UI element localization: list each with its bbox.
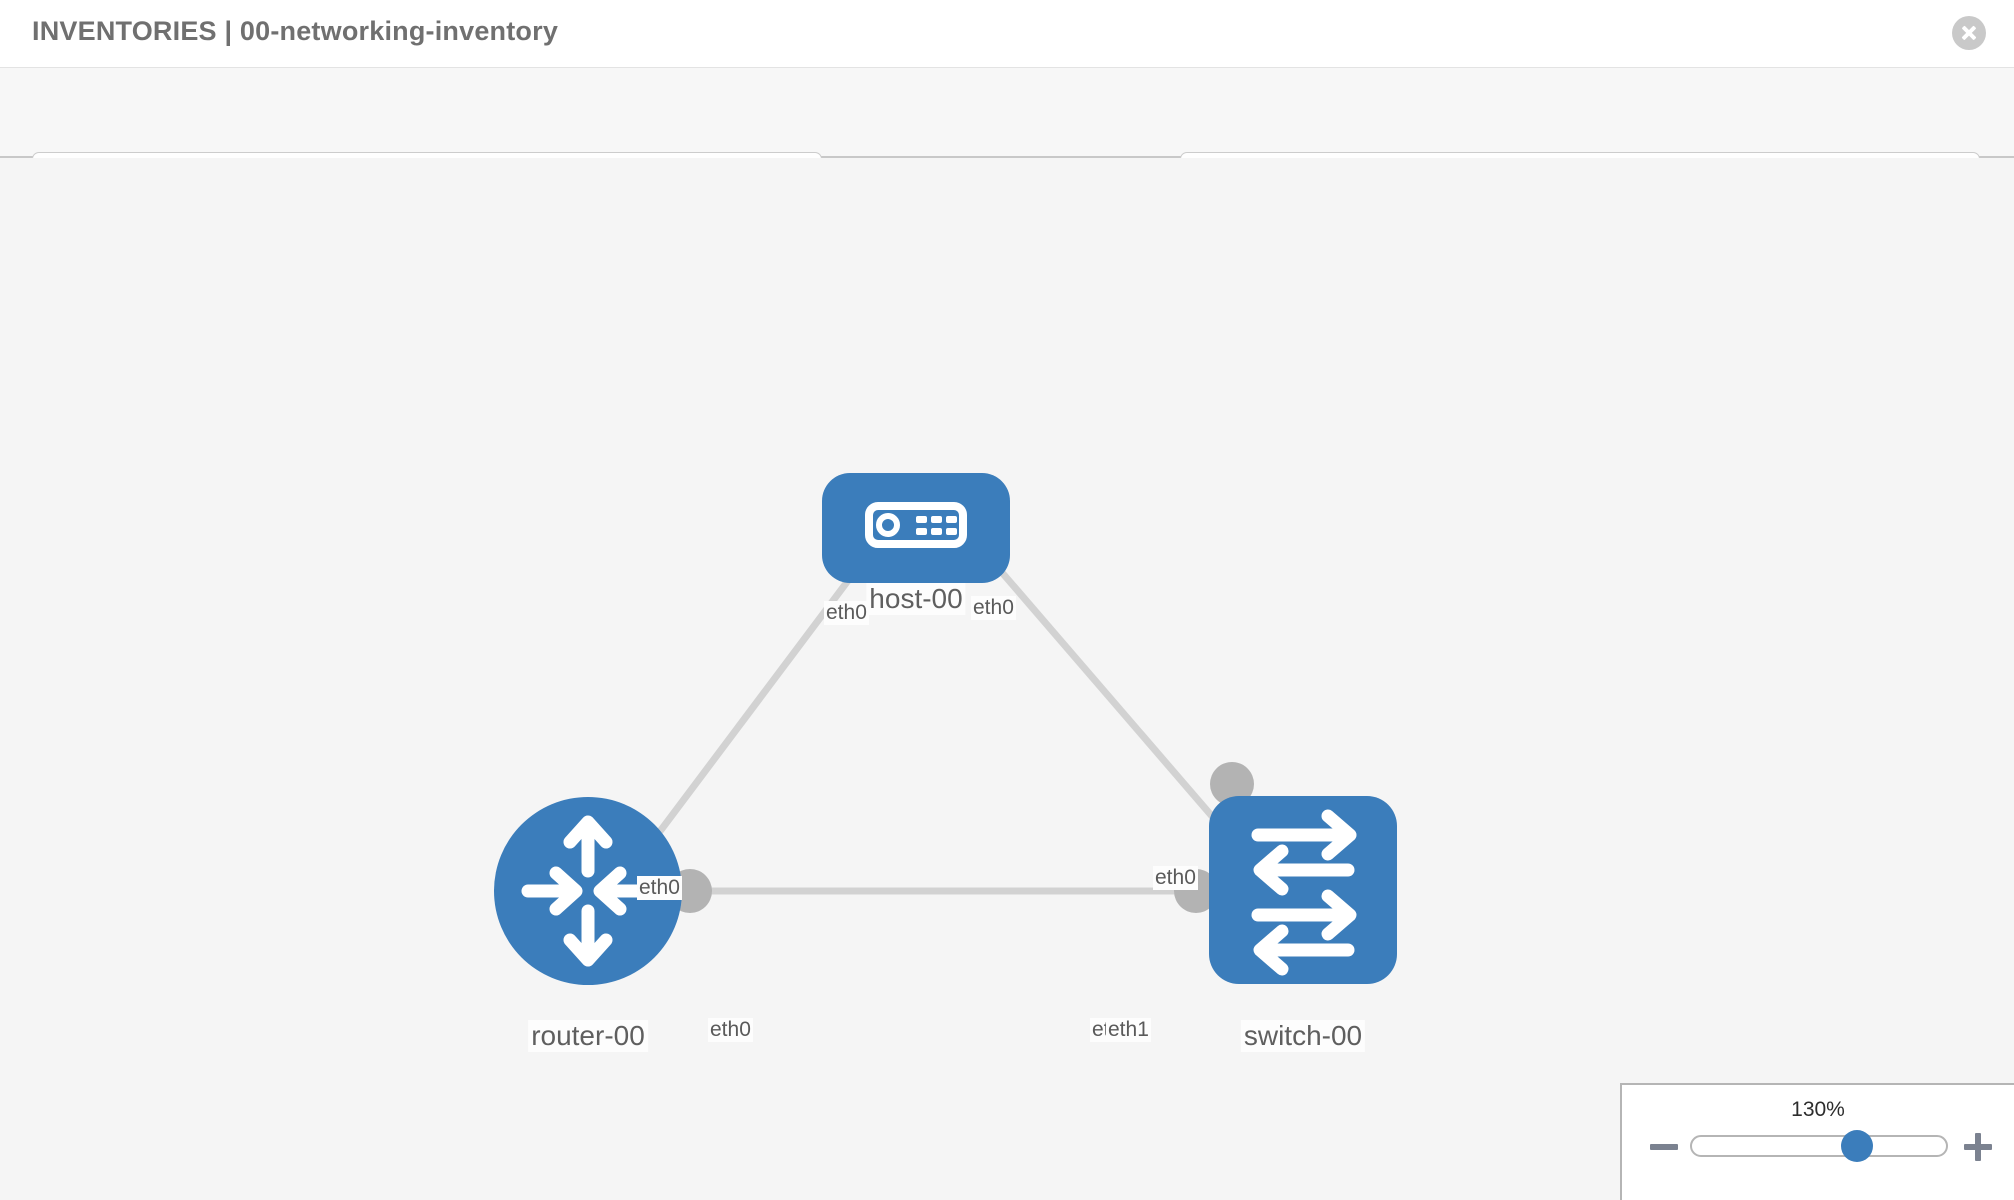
iface-label-switch00-eth1: eth1 [1106,1018,1151,1042]
node-label-router-00: router-00 [528,1020,648,1052]
zoom-control-panel: 130% [1620,1083,2014,1200]
node-router-00-body [494,797,682,985]
port-switch00-eth0 [1210,762,1254,806]
iface-label-host00-eth0-left: eth0 [824,601,869,625]
toolbar: ACTIONS SEARCH [0,68,2014,208]
page-title: INVENTORIES | 00-networking-inventory [32,16,559,46]
zoom-in-button[interactable] [1964,1133,1992,1161]
topology-canvas[interactable]: host-00 router-00 switch-00 eth0 eth0 et… [0,158,2014,1200]
router-icon-arrows [521,815,655,967]
topology-graph [494,473,1397,985]
close-icon[interactable] [1952,16,1986,50]
switch-icon-arrows [1251,809,1357,976]
link-host00-switch00 [952,515,1251,861]
zoom-out-button[interactable] [1650,1133,1678,1161]
node-switch-00 [1209,796,1397,984]
node-host-00 [822,473,1010,583]
iface-label-host00-eth0-right: eth0 [971,596,1016,620]
node-label-host-00: host-00 [866,583,966,615]
node-label-switch-00: switch-00 [1240,1020,1366,1052]
iface-label-router00-eth0: eth0 [708,1018,753,1042]
minus-icon [1650,1144,1678,1150]
iface-label-router00-uplink-eth0: eth0 [637,876,682,900]
page-header: INVENTORIES | 00-networking-inventory [0,0,2014,68]
zoom-level-label: 130% [1791,1098,1845,1121]
plus-icon-vertical [1975,1133,1981,1161]
host-icon-leds [916,516,957,535]
host-icon-chassis [865,502,967,548]
zoom-slider-thumb[interactable] [1841,1130,1874,1162]
node-host-00-body [822,473,1010,583]
node-router-00 [494,797,682,985]
host-icon-dial [876,513,900,537]
zoom-slider[interactable] [1690,1130,1948,1162]
iface-label-switch00-uplink-eth0: eth0 [1153,866,1198,890]
